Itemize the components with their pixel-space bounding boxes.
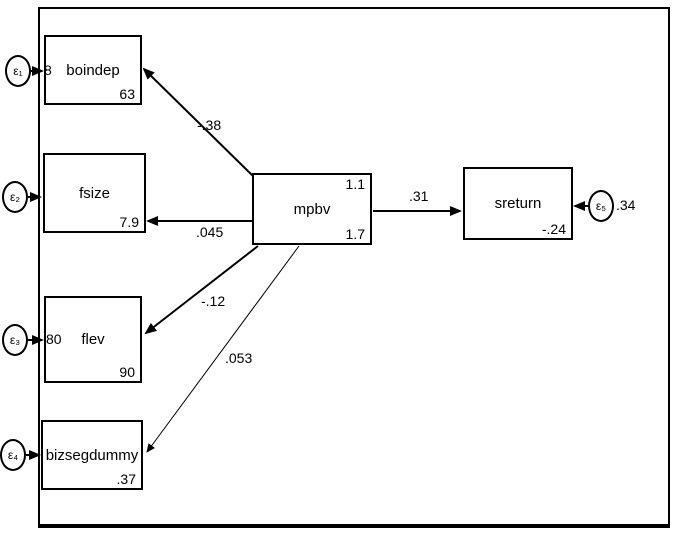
- variable-label-mpbv: mpbv: [293, 200, 331, 218]
- error1-variance-fragment: 8: [44, 62, 52, 78]
- error-label-e2: ε₂: [9, 190, 20, 204]
- error-label-e4: ε₄: [7, 448, 19, 462]
- variable-label-boindep: boindep: [66, 61, 120, 79]
- variable-value-flev: 90: [119, 364, 135, 380]
- error-term-e3: ε₃: [2, 324, 28, 356]
- variable-label-bizsegdummy: bizsegdummy: [45, 446, 139, 464]
- variable-value-boindep: 63: [119, 86, 135, 102]
- coefficient-mpbv-fsize: .045: [196, 224, 224, 240]
- variable-value-fsize: 7.9: [119, 214, 139, 230]
- variable-box-sreturn: sreturn -.24: [463, 167, 573, 240]
- error-label-e3: ε₃: [9, 333, 21, 347]
- error-term-e5: ε₅: [588, 190, 614, 222]
- error-label-e5: ε₅: [595, 199, 607, 213]
- variable-label-sreturn: sreturn: [494, 195, 542, 212]
- variable-label-fsize: fsize: [79, 184, 110, 202]
- variable-top-value-mpbv: 1.1: [345, 176, 365, 192]
- error-term-e4: ε₄: [0, 439, 26, 471]
- error3-variance-fragment: 80: [46, 331, 62, 347]
- coefficient-mpbv-bizsegdummy: .053: [225, 350, 253, 366]
- variable-bottom-value-mpbv: 1.7: [345, 226, 365, 242]
- coefficient-mpbv-flev: -.12: [201, 293, 226, 309]
- error-term-e1: ε₁: [5, 55, 31, 87]
- variable-box-fsize: fsize 7.9: [43, 153, 146, 233]
- error-term-e2: ε₂: [2, 181, 28, 213]
- error5-variance-value: .34: [616, 197, 636, 213]
- variable-value-bizsegdummy: .37: [116, 471, 136, 487]
- variable-box-flev: flev 90: [44, 296, 142, 383]
- variable-box-boindep: boindep 63: [44, 35, 142, 105]
- variable-box-mpbv: mpbv 1.1 1.7: [252, 173, 372, 245]
- variable-value-sreturn: -.24: [541, 221, 566, 237]
- variable-label-flev: flev: [81, 331, 105, 348]
- coefficient-mpbv-boindep: -.38: [197, 117, 222, 133]
- error-label-e1: ε₁: [13, 64, 23, 78]
- coefficient-mpbv-sreturn: .31: [409, 188, 429, 204]
- diagram-border-frame: [38, 7, 670, 528]
- variable-box-bizsegdummy: bizsegdummy .37: [41, 420, 143, 490]
